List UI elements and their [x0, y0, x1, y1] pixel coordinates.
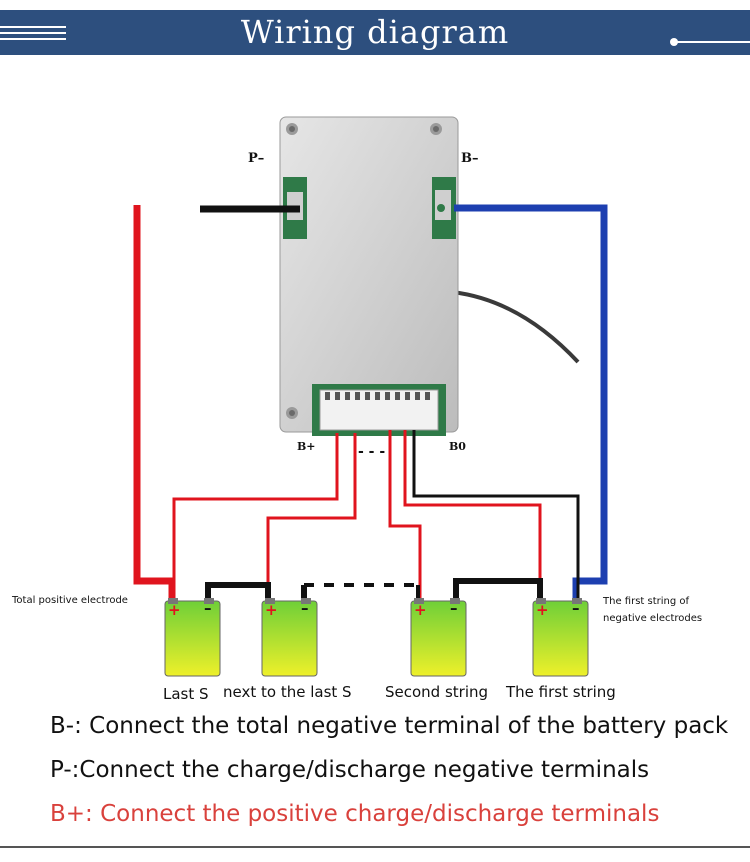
plus-terminal-icon: + [536, 601, 549, 619]
wiring-diagram [133, 116, 608, 677]
first-string-negative-label-line2: negative electrodes [603, 613, 703, 624]
total-positive-label: Total positive electrode [12, 595, 128, 606]
first-string-negative-label-line1: The first string of [603, 596, 690, 607]
plus-terminal-icon: + [168, 601, 181, 619]
header-bar: Wiring diagram [0, 10, 750, 55]
wires [133, 204, 608, 598]
cell-label-first-string: The first string [506, 683, 616, 701]
p-minus-label: P– [248, 151, 265, 166]
battery-cells [164, 598, 589, 677]
header-right-line [674, 41, 750, 43]
bottom-divider [0, 846, 750, 848]
battery-cell [261, 598, 318, 677]
description-p-minus: P-:Connect the charge/discharge negative… [50, 757, 650, 783]
page-title: Wiring diagram [240, 13, 510, 51]
description-b-minus: B-: Connect the total negative terminal … [50, 713, 729, 739]
cell-label-second-string: Second string [385, 683, 489, 701]
header-right-dot [670, 38, 678, 46]
b0-label: B0 [449, 440, 466, 453]
minus-terminal-icon: – [204, 599, 212, 617]
minus-terminal-icon: – [572, 599, 580, 617]
minus-terminal-icon: – [301, 599, 309, 617]
cell-label-last-s: Last S [163, 685, 209, 703]
cell-label-next-to-last: next to the last S [223, 683, 352, 701]
b-minus-label: B– [461, 151, 479, 166]
minus-terminal-icon: – [450, 599, 458, 617]
plus-terminal-icon: + [414, 601, 427, 619]
battery-cell [532, 598, 589, 677]
sensor-cable [451, 290, 580, 364]
bms-board [279, 116, 459, 436]
header-left-lines [0, 26, 66, 40]
description-b-plus: B+: Connect the positive charge/discharg… [50, 801, 660, 827]
dots-label: - - - [358, 444, 386, 460]
battery-cell [164, 598, 221, 677]
plus-terminal-icon: + [265, 601, 278, 619]
b-plus-label: B+ [297, 440, 316, 453]
battery-cell [410, 598, 467, 677]
